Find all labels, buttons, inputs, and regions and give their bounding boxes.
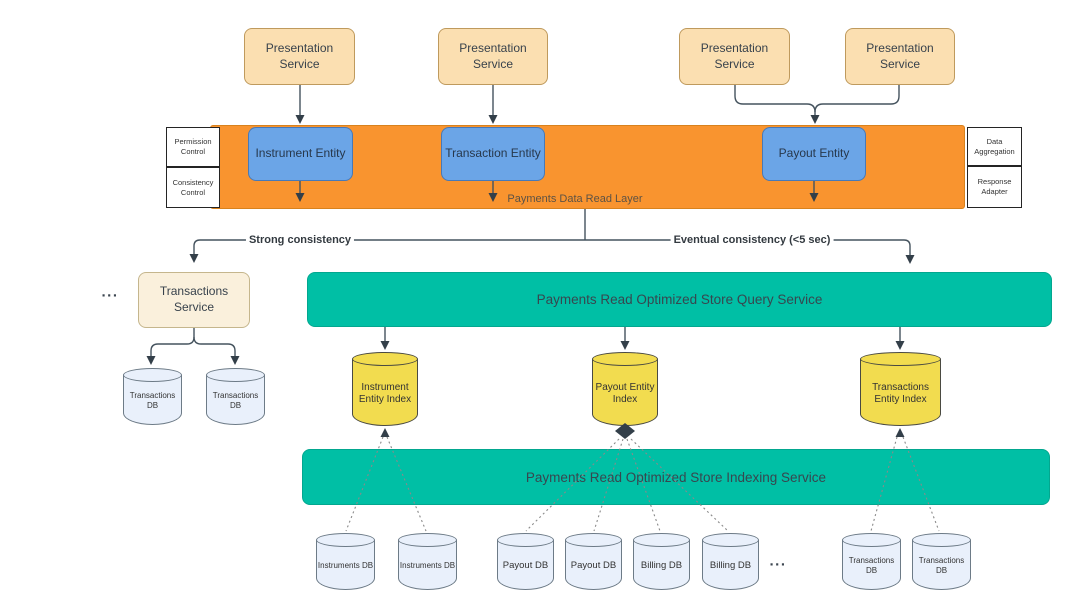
db-cylinder-payout-2: Payout DB	[565, 533, 622, 590]
entity-transaction: Transaction Entity	[441, 127, 545, 181]
db-cylinder-transactions-3: Transactions DB	[842, 533, 901, 590]
db-cylinder-payout-1: Payout DB	[497, 533, 554, 590]
cylinder-top	[842, 533, 901, 547]
cylinder-top	[316, 533, 375, 547]
db-cylinder-transactions-4: Transactions DB	[912, 533, 971, 590]
read-layer-label: Payments Data Read Layer	[507, 193, 643, 205]
cylinder-top	[702, 533, 759, 547]
index-cylinder-instrument: Instrument Entity Index	[352, 352, 418, 426]
cylinder-body	[497, 540, 554, 590]
entity-payout: Payout Entity	[762, 127, 866, 181]
cylinder-top	[497, 533, 554, 547]
node-presentation-service-1: Presentation Service	[244, 28, 355, 85]
cylinder-top	[565, 533, 622, 547]
db-cylinder-transactions-1: Transactions DB	[123, 368, 182, 425]
node-presentation-service-3: Presentation Service	[679, 28, 790, 85]
cylinder-body	[842, 540, 901, 590]
cylinder-body	[633, 540, 690, 590]
cylinder-body	[352, 359, 418, 426]
index-cylinder-payout: Payout Entity Index	[592, 352, 658, 426]
node-presentation-service-4: Presentation Service	[845, 28, 955, 85]
entity-instrument: Instrument Entity	[248, 127, 353, 181]
query-service-label: Payments Read Optimized Store Query Serv…	[536, 292, 823, 307]
cylinder-top	[912, 533, 971, 547]
cylinder-body	[702, 540, 759, 590]
db-cylinder-billing-2: Billing DB	[702, 533, 759, 590]
label-eventual-consistency: Eventual consistency (<5 sec)	[670, 234, 834, 246]
cylinder-body	[206, 375, 265, 425]
cylinder-body	[316, 540, 375, 590]
bar-query-service: Payments Read Optimized Store Query Serv…	[307, 272, 1052, 327]
cylinder-top	[860, 352, 941, 366]
node-presentation-service-2: Presentation Service	[438, 28, 548, 85]
cylinder-top	[592, 352, 658, 366]
control-consistency: Consistency Control	[166, 167, 220, 208]
db-cylinder-instruments-2: Instruments DB	[398, 533, 457, 590]
cylinder-top	[352, 352, 418, 366]
cylinder-body	[912, 540, 971, 590]
cylinder-body	[565, 540, 622, 590]
db-cylinder-transactions-2: Transactions DB	[206, 368, 265, 425]
index-cylinder-transactions: Transactions Entity Index	[860, 352, 941, 426]
control-data-aggregation: Data Aggregation	[967, 127, 1022, 166]
bar-indexing-service: Payments Read Optimized Store Indexing S…	[302, 449, 1050, 505]
ellipsis-left: ...	[101, 283, 119, 301]
control-permission: Permission Control	[166, 127, 220, 167]
cylinder-body	[398, 540, 457, 590]
control-response-adapter: Response Adapter	[967, 166, 1022, 208]
cylinder-top	[206, 368, 265, 382]
cylinder-body	[860, 359, 941, 426]
indexing-service-label: Payments Read Optimized Store Indexing S…	[525, 469, 827, 485]
db-cylinder-instruments-1: Instruments DB	[316, 533, 375, 590]
node-transactions-service: Transactions Service	[138, 272, 250, 328]
cylinder-top	[123, 368, 182, 382]
cylinder-body	[123, 375, 182, 425]
db-cylinder-billing-1: Billing DB	[633, 533, 690, 590]
label-strong-consistency: Strong consistency	[245, 234, 355, 246]
cylinder-top	[398, 533, 457, 547]
ellipsis-bottom: ...	[769, 552, 787, 570]
cylinder-top	[633, 533, 690, 547]
